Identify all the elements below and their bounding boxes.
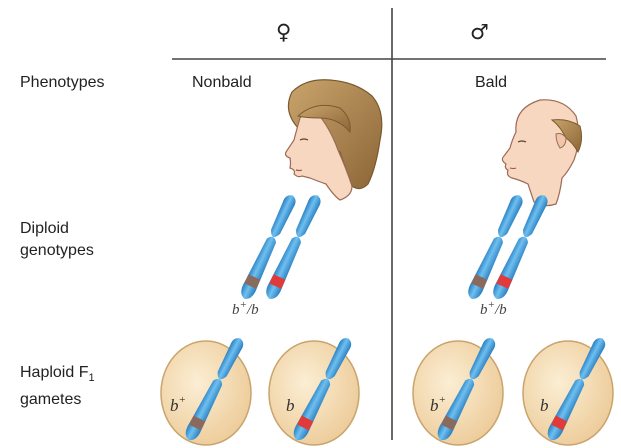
gamete-label: b bbox=[540, 396, 549, 415]
gamete-label: b bbox=[286, 396, 295, 415]
gamete-3: b+ bbox=[413, 335, 503, 445]
female-head-illustration bbox=[286, 80, 382, 200]
female-chromosome-pair bbox=[238, 192, 324, 301]
gamete-2: b bbox=[269, 335, 359, 445]
male-head-illustration bbox=[502, 100, 581, 206]
gamete-1: b+ bbox=[161, 335, 251, 445]
male-chromosome-pair bbox=[465, 192, 551, 301]
gamete-4: b bbox=[523, 335, 613, 445]
